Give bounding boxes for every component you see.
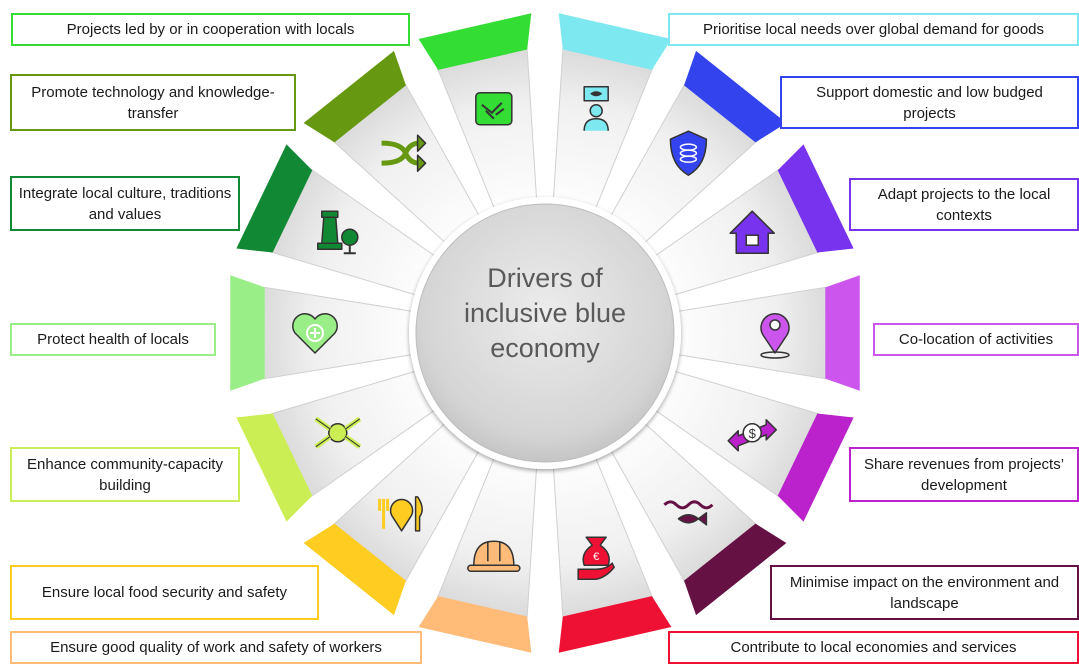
money-bag-hand-icon: € — [577, 536, 616, 580]
segment-cap-3 — [777, 144, 854, 253]
center-title: Drivers of inclusive blue economy — [463, 262, 627, 363]
segment-cap-8 — [418, 596, 532, 653]
location-pin-icon — [760, 313, 790, 359]
health-heart-icon — [292, 313, 338, 354]
segment-cap-5 — [777, 413, 854, 522]
segment-cap-12 — [236, 144, 313, 253]
segment-cap-2 — [684, 50, 787, 143]
hard-hat-icon — [467, 540, 521, 572]
culture-statue-icon — [317, 210, 359, 255]
fish-waves-icon — [663, 500, 714, 526]
handshake-icon — [475, 92, 513, 126]
segment-11 — [263, 286, 428, 380]
segment-cap-1 — [558, 13, 672, 70]
fork-knife-pin-icon — [378, 496, 423, 532]
segment-cap-11 — [230, 275, 265, 391]
label-prioritise-local-needs: Prioritise local needs over global deman… — [668, 13, 1079, 46]
hub-disc — [415, 203, 675, 463]
label-capacity-building: Enhance community-capacity building — [10, 447, 240, 502]
label-technology-transfer: Promote technology and knowledge-transfe… — [10, 74, 296, 131]
svg-text:€: € — [593, 551, 599, 563]
crossing-arrows-icon — [381, 134, 427, 172]
segment-cap-4 — [825, 275, 860, 391]
label-protect-health: Protect health of locals — [10, 323, 216, 356]
segment-cap-7 — [558, 596, 672, 653]
segment-cap-13 — [303, 50, 406, 143]
segment-cap-10 — [236, 413, 313, 522]
fish-shop-icon — [583, 86, 609, 131]
svg-text:$: $ — [749, 426, 757, 441]
label-food-security: Ensure local food security and safety — [10, 565, 319, 620]
joined-hands-icon — [314, 416, 362, 449]
label-quality-of-work: Ensure good quality of work and safety o… — [10, 631, 422, 664]
house-icon — [729, 210, 775, 254]
label-adapt-to-local-contexts: Adapt projects to the local contexts — [849, 178, 1079, 231]
label-local-economies: Contribute to local economies and servic… — [668, 631, 1079, 664]
label-local-culture: Integrate local culture, traditions and … — [10, 176, 240, 231]
segment-cap-0 — [418, 13, 532, 70]
money-exchange-icon: $ — [727, 419, 777, 452]
label-share-revenues: Share revenues from projects’ developmen… — [849, 447, 1079, 502]
label-projects-led-by-locals: Projects led by or in cooperation with l… — [11, 13, 410, 46]
segment-cap-6 — [684, 523, 787, 616]
coin-shield-icon — [669, 130, 708, 176]
label-minimise-impact: Minimise impact on the environment and l… — [770, 565, 1079, 620]
segment-4 — [662, 286, 827, 380]
label-co-location: Co-location of activities — [873, 323, 1079, 356]
segment-cap-9 — [303, 523, 406, 616]
label-support-domestic-projects: Support domestic and low budged projects — [780, 76, 1079, 129]
